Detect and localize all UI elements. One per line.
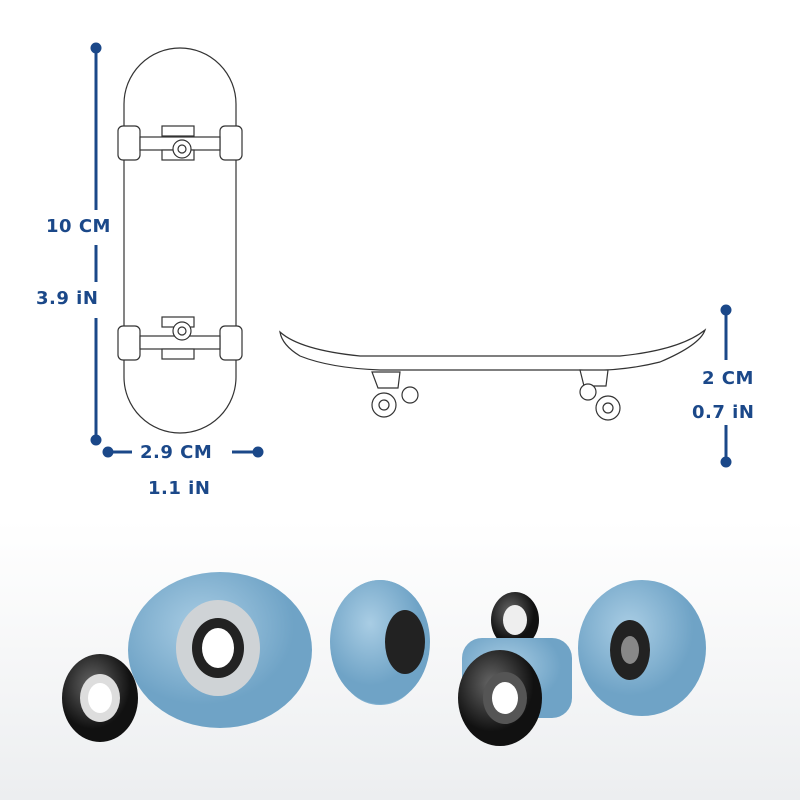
width-in-label: 1.1 iN (148, 478, 211, 499)
length-cm-label: 10 CM (46, 216, 111, 237)
length-in-label: 3.9 iN (36, 288, 99, 309)
wheels-illustration (62, 572, 706, 746)
wheel-middle (330, 580, 430, 705)
dimension-lines (90, 42, 732, 468)
wheel-right (578, 580, 706, 716)
line-drawings (90, 42, 732, 468)
bearing-back (491, 592, 539, 648)
width-cm-label: 2.9 CM (140, 442, 213, 463)
skateboard-side-view (279, 328, 707, 421)
bearing-front (458, 650, 542, 746)
height-in-label: 0.7 iN (692, 402, 755, 423)
bearing-left (62, 654, 138, 742)
wheels-and-bearings-photo (0, 520, 800, 800)
wheel-large (128, 572, 312, 728)
skateboard-top-view (117, 47, 243, 434)
height-cm-label: 2 CM (702, 368, 754, 389)
